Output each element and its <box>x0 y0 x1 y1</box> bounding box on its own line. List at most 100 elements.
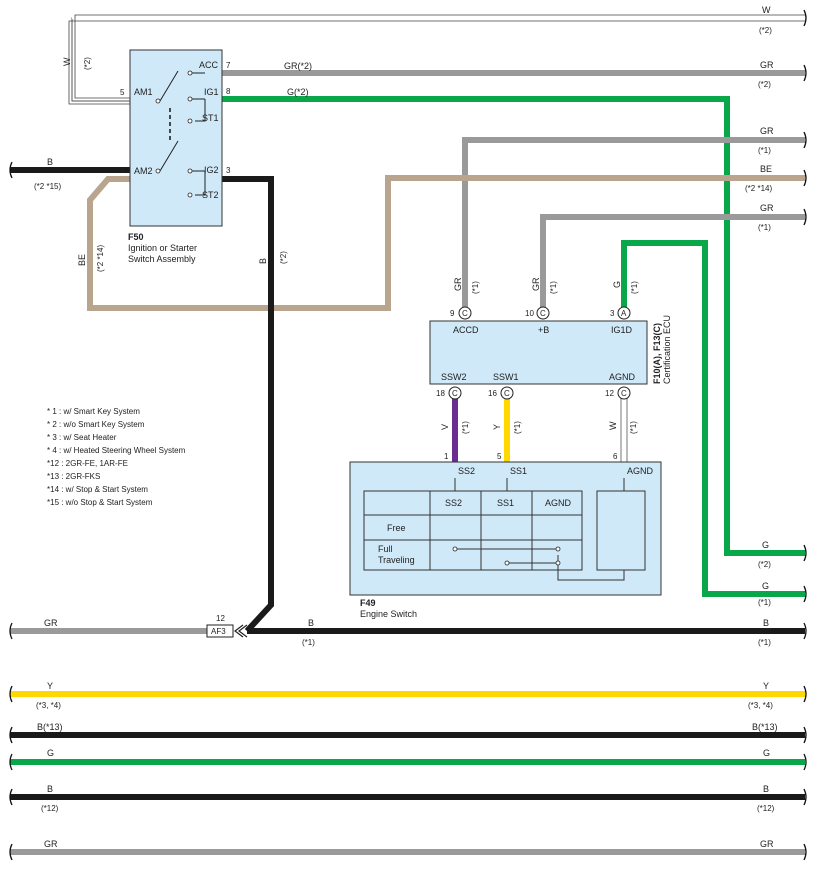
engine-pin-num-6: 6 <box>613 452 618 461</box>
ecu-top-note-3: (*1) <box>630 281 639 294</box>
ecu-bot-note-1: (*1) <box>461 421 470 434</box>
ecu-bot-wire-3: W <box>608 421 618 430</box>
engine-switch-name: Engine Switch <box>360 609 417 619</box>
ecu-top-conn-2: C <box>540 309 546 318</box>
label-bottom-1-left: Y <box>47 681 53 691</box>
label-b-ig2-note: (*2) <box>279 251 288 264</box>
label-g-r1: G <box>762 540 769 550</box>
label-g-r2-note: (*1) <box>758 598 771 607</box>
label-gr-r2-note: (*1) <box>758 146 771 155</box>
ignition-switch-name-1: Ignition or Starter <box>128 243 197 253</box>
wire-w-top-border2 <box>68 20 805 105</box>
ecu-top-wire-1: GR <box>453 277 463 291</box>
label-w-left-note: (*2) <box>83 57 92 70</box>
af3-connector <box>206 624 234 638</box>
ecu-code: F10(A), F13(C) <box>652 323 662 384</box>
label-bottom-0-left: GR <box>44 618 58 628</box>
engine-switch-dots <box>452 546 561 566</box>
ecu-bot-label-1: SSW2 <box>441 372 467 382</box>
ecu-bot-label-2: SSW1 <box>493 372 519 382</box>
ecu-top-conn-3: A <box>621 309 627 318</box>
pin-num-am1: 5 <box>120 88 125 97</box>
label-be-left: BE <box>77 254 87 266</box>
note-8: *15 : w/o Stop & Start System <box>47 498 153 507</box>
label-g-ig1: G(*2) <box>287 87 309 97</box>
af3-pin: 12 <box>216 614 225 623</box>
pin-num-acc: 7 <box>226 61 231 70</box>
wire-w-top-border <box>74 14 805 99</box>
pin-label-st2: ST2 <box>202 190 219 200</box>
label-gr-r1-note: (*2) <box>758 80 771 89</box>
notes-block: * 1 : w/ Smart Key System * 2 : w/o Smar… <box>47 407 186 507</box>
table-header-ss1: SS1 <box>497 498 514 508</box>
ecu-bot-conn-1: C <box>452 389 458 398</box>
pin-label-acc: ACC <box>199 60 219 70</box>
ecu-top-note-1: (*1) <box>471 281 480 294</box>
label-bottom-5-right: GR <box>760 839 774 849</box>
engine-switch-code: F49 <box>360 598 376 608</box>
ecu-bot-conn-2: C <box>504 389 510 398</box>
label-bottom-3-left: G <box>47 748 54 758</box>
label-bottom-1-right: Y <box>763 681 769 691</box>
ecu-top-wire-2: GR <box>531 277 541 291</box>
ecu-bot-label-3: AGND <box>609 372 636 382</box>
table-header-ss2: SS2 <box>445 498 462 508</box>
ecu-top-num-1: 9 <box>450 309 455 318</box>
ecu-name: Certification ECU <box>662 315 672 384</box>
ecu-bot-conn-3: C <box>621 389 627 398</box>
table-header-agnd: AGND <box>545 498 572 508</box>
wire-end-marks-left <box>9 161 13 861</box>
label-bottom-1-left-note: (*3, *4) <box>36 701 61 710</box>
engine-pin-label-agnd: AGND <box>627 466 654 476</box>
note-7: *14 : w/ Stop & Start System <box>47 485 148 494</box>
label-gr-acc: GR(*2) <box>284 61 312 71</box>
ignition-switch-contact-dots <box>155 70 193 198</box>
pin-label-ig2: IG2 <box>204 165 219 175</box>
label-b-left: B <box>47 157 53 167</box>
wire-w-agnd <box>620 394 628 463</box>
engine-switch-box <box>349 461 662 596</box>
label-be-r: BE <box>760 164 772 174</box>
wire-g-ig1 <box>222 96 805 556</box>
label-g-r1-note: (*2) <box>758 560 771 569</box>
ecu-box <box>429 320 648 385</box>
note-1: * 1 : w/ Smart Key System <box>47 407 140 416</box>
engine-pin-num-1: 1 <box>444 452 449 461</box>
pin-label-ig1: IG1 <box>204 87 219 97</box>
wire-b-ig2 <box>222 176 274 634</box>
label-bottom-0-mid-note: (*1) <box>302 638 315 647</box>
label-bottom-4-right-note: (*12) <box>757 804 775 813</box>
label-b-left-note: (*2 *15) <box>34 182 61 191</box>
label-bottom-4-right: B <box>763 784 769 794</box>
ecu-top-wire-3: G <box>612 281 622 288</box>
note-4: * 4 : w/ Heated Steering Wheel System <box>47 446 186 455</box>
label-w-left: W <box>62 57 72 66</box>
ecu-bot-num-2: 16 <box>488 389 497 398</box>
wire-w-top-fill <box>72 17 805 19</box>
af3-arrow <box>234 624 248 638</box>
ignition-switch-contacts <box>159 70 206 196</box>
label-be-left-note: (*2 *14) <box>96 245 105 272</box>
ecu-bot-wire-2: Y <box>492 424 502 430</box>
pin-label-am1: AM1 <box>134 87 153 97</box>
ecu-bot-wire-1: V <box>440 424 450 430</box>
label-w-top-note: (*2) <box>759 26 772 35</box>
wire-g-ig1d <box>621 240 805 597</box>
note-6: *13 : 2GR-FKS <box>47 472 100 481</box>
label-bottom-1-right-note: (*3, *4) <box>748 701 773 710</box>
label-bottom-4-left: B <box>47 784 53 794</box>
ecu-top-label-3: IG1D <box>611 325 633 335</box>
pin-num-am2: 4 <box>120 166 125 175</box>
pin-label-am2: AM2 <box>134 166 153 176</box>
pin-num-ig1: 8 <box>226 87 231 96</box>
wire-gr-accd <box>462 137 805 308</box>
label-b-ig2: B <box>258 258 268 264</box>
ecu-bot-num-1: 18 <box>436 389 445 398</box>
note-2: * 2 : w/o Smart Key System <box>47 420 145 429</box>
ignition-switch-code: F50 <box>128 232 144 242</box>
engine-pin-label-ss2: SS2 <box>458 466 475 476</box>
table-row-free: Free <box>387 523 406 533</box>
label-gr-r3: GR <box>760 203 774 213</box>
